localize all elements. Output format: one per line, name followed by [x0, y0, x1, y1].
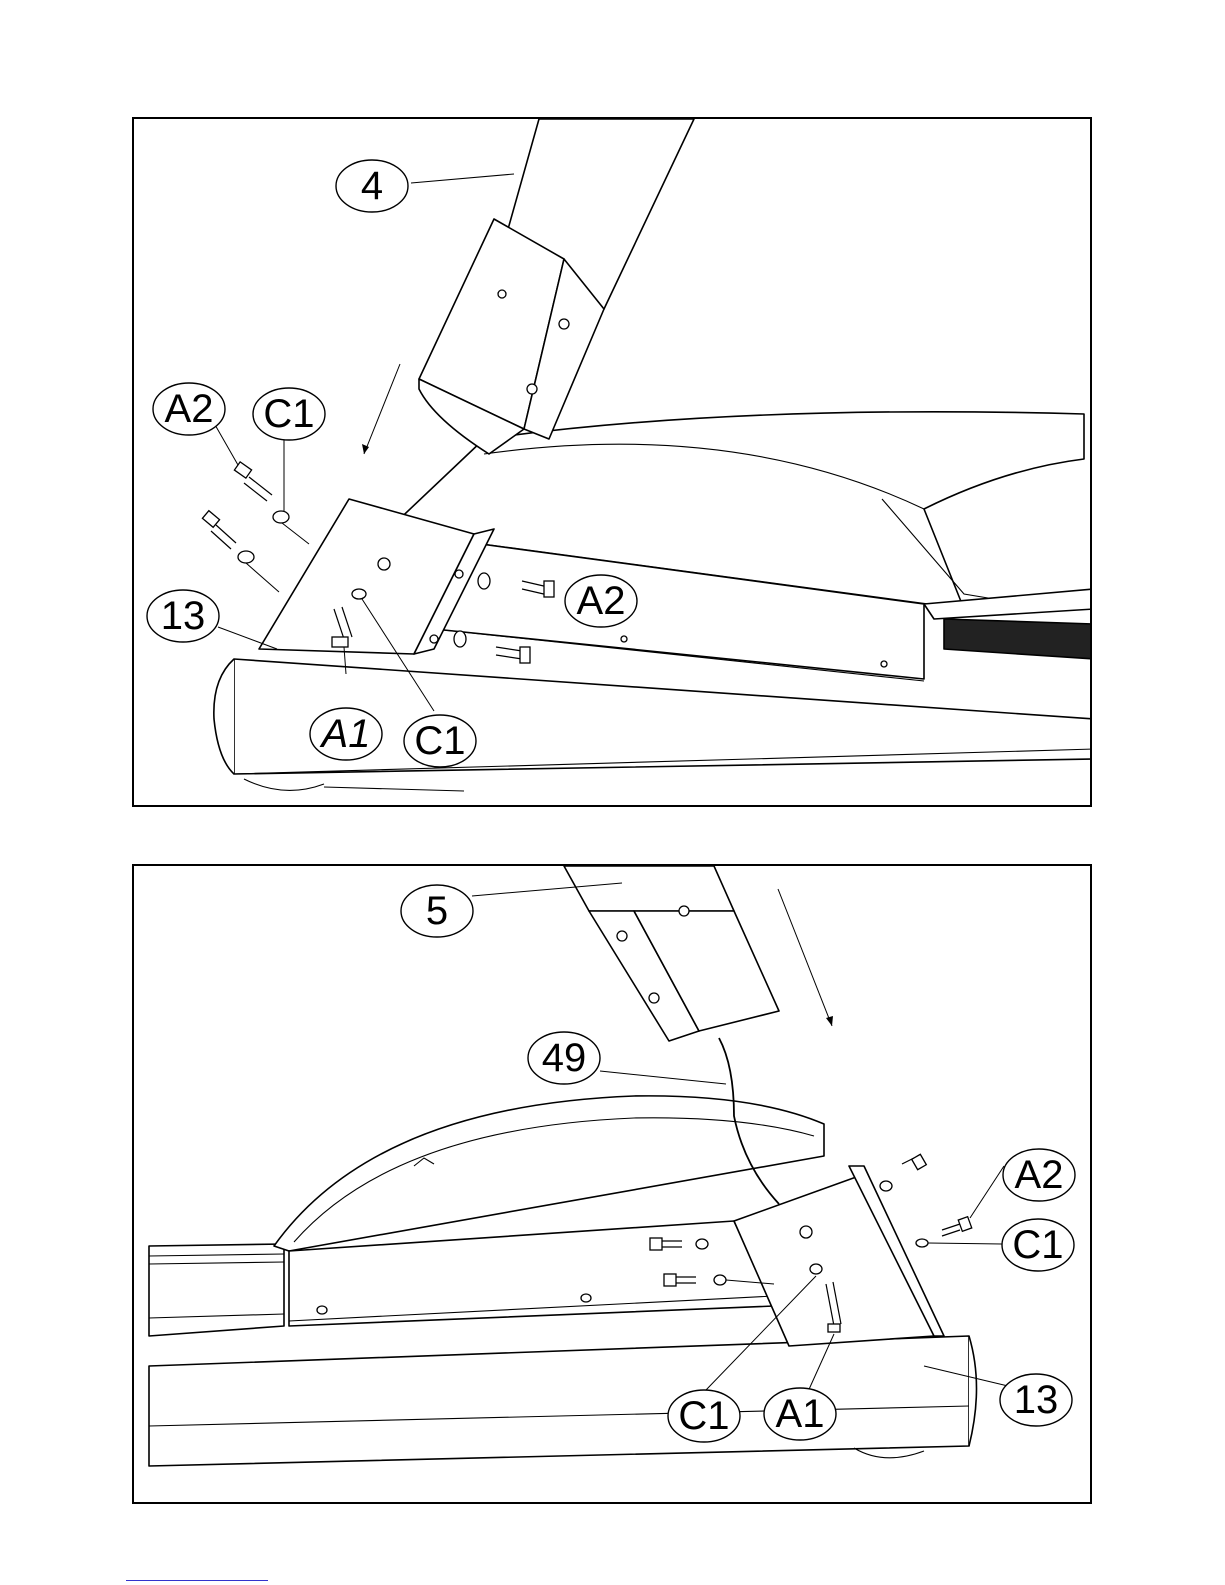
svg-text:4: 4 [361, 164, 383, 208]
svg-text:49: 49 [542, 1036, 587, 1080]
base-frame-rail [149, 1336, 977, 1466]
callout-a1: A1 [764, 1388, 836, 1440]
washer-c1-left [238, 511, 289, 563]
callout-5: 5 [401, 885, 473, 937]
svg-text:C1: C1 [678, 1394, 729, 1438]
svg-text:C1: C1 [263, 392, 314, 436]
direction-arrow [362, 364, 400, 454]
svg-text:A1: A1 [320, 712, 371, 756]
callout-4: 4 [336, 160, 408, 212]
callout-c1-left: C1 [253, 388, 325, 440]
callout-a1: A1 [310, 708, 382, 760]
page-footer-rule [126, 1580, 268, 1582]
svg-text:A2: A2 [1015, 1153, 1064, 1197]
callout-a2-left: A2 [153, 383, 225, 435]
fastener-bolt-a2-lower-left [202, 511, 236, 549]
assembly-figure-top: 4 A2 C1 13 A2 A1 C1 [132, 117, 1092, 807]
callout-a2-side: A2 [565, 575, 637, 627]
callout-c1-bottom: C1 [668, 1390, 740, 1442]
svg-text:A1: A1 [776, 1392, 825, 1436]
assembly-drawing-bottom: 5 49 A2 C1 13 C1 A1 [134, 866, 1092, 1504]
svg-text:C1: C1 [1012, 1223, 1063, 1267]
callout-c1-bottom: C1 [404, 715, 476, 767]
callout-13: 13 [147, 590, 219, 642]
svg-text:5: 5 [426, 889, 448, 933]
assembly-figure-bottom: 5 49 A2 C1 13 C1 A1 [132, 864, 1092, 1504]
svg-text:13: 13 [1014, 1378, 1059, 1422]
callout-c1-right: C1 [1002, 1219, 1074, 1271]
upright-tube [419, 119, 694, 454]
callout-a2-right: A2 [1003, 1149, 1075, 1201]
svg-text:A2: A2 [577, 579, 626, 623]
callout-49: 49 [528, 1032, 600, 1084]
svg-text:A2: A2 [165, 387, 214, 431]
svg-text:13: 13 [161, 594, 206, 638]
callout-13: 13 [1000, 1374, 1072, 1426]
running-deck [149, 1244, 284, 1336]
assembly-drawing-top: 4 A2 C1 13 A2 A1 C1 [134, 119, 1092, 807]
upright-bracket [734, 1166, 944, 1346]
fastener-bolt-a2-left [234, 462, 272, 501]
direction-arrow [778, 889, 833, 1026]
svg-text:C1: C1 [414, 719, 465, 763]
